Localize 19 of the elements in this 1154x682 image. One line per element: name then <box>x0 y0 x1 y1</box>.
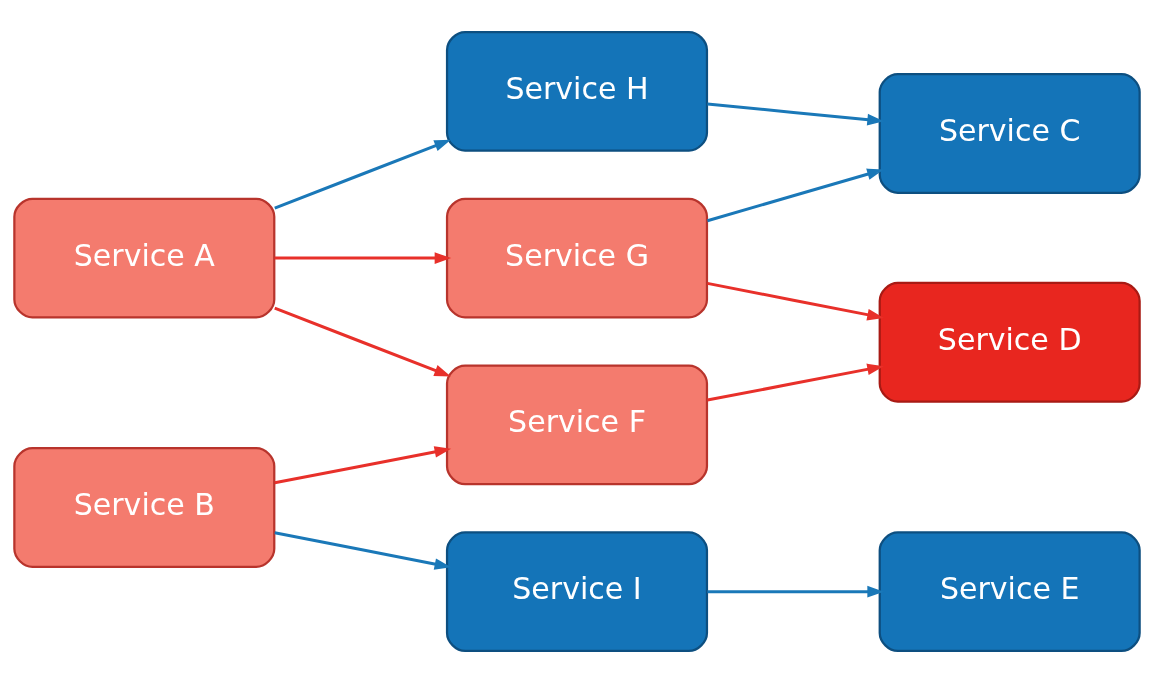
arrow <box>707 281 884 320</box>
node-box: Service B <box>13 446 276 568</box>
arrow <box>274 530 452 570</box>
arrow <box>274 445 452 484</box>
node-box: Service D <box>878 281 1141 403</box>
arrow <box>707 363 884 402</box>
arrow <box>274 306 451 377</box>
node-box: Service E <box>878 530 1141 652</box>
node-box: Service G <box>445 197 709 319</box>
arrow <box>707 101 884 125</box>
node-box: Service C <box>878 72 1141 194</box>
arrow <box>274 251 452 264</box>
arrow <box>274 139 451 209</box>
node-box: Service H <box>445 30 709 152</box>
arrow <box>707 585 884 597</box>
node-box: Service A <box>13 197 276 319</box>
arrow <box>707 168 884 222</box>
node-box: Service I <box>445 530 709 652</box>
node-box: Service F <box>445 363 709 485</box>
